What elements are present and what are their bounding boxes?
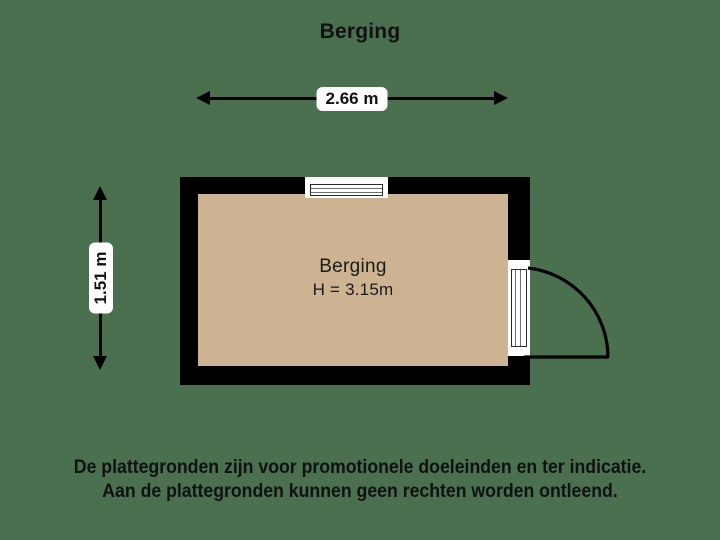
disclaimer-line-2: Aan de plattegronden kunnen geen rechten… [102,481,618,502]
door-swing-arc [524,266,610,359]
disclaimer-line-1: De plattegronden zijn voor promotionele … [73,457,647,478]
door-panel [511,269,527,347]
height-dimension-label: 1.51 m [89,242,113,314]
room-berging: Berging H = 3.15m [180,177,530,385]
room-label: Berging H = 3.15m [198,255,508,301]
room-ceiling-height: H = 3.15m [312,280,394,299]
window-sash [310,184,383,196]
page-title: Berging [319,20,401,43]
height-dimension: 1.51 m [88,186,114,370]
room-floor [198,194,508,366]
arrow-right-icon [494,91,508,105]
arrow-left-icon [196,91,210,105]
disclaimer: De plattegronden zijn voor promotionele … [25,456,695,504]
door-icon [508,258,530,358]
width-dimension: 2.66 m [196,86,508,112]
width-dimension-label: 2.66 m [316,87,388,111]
arrow-down-icon [93,356,107,370]
arrow-up-icon [93,186,107,200]
room-name: Berging [319,256,387,277]
window-icon [305,177,388,198]
